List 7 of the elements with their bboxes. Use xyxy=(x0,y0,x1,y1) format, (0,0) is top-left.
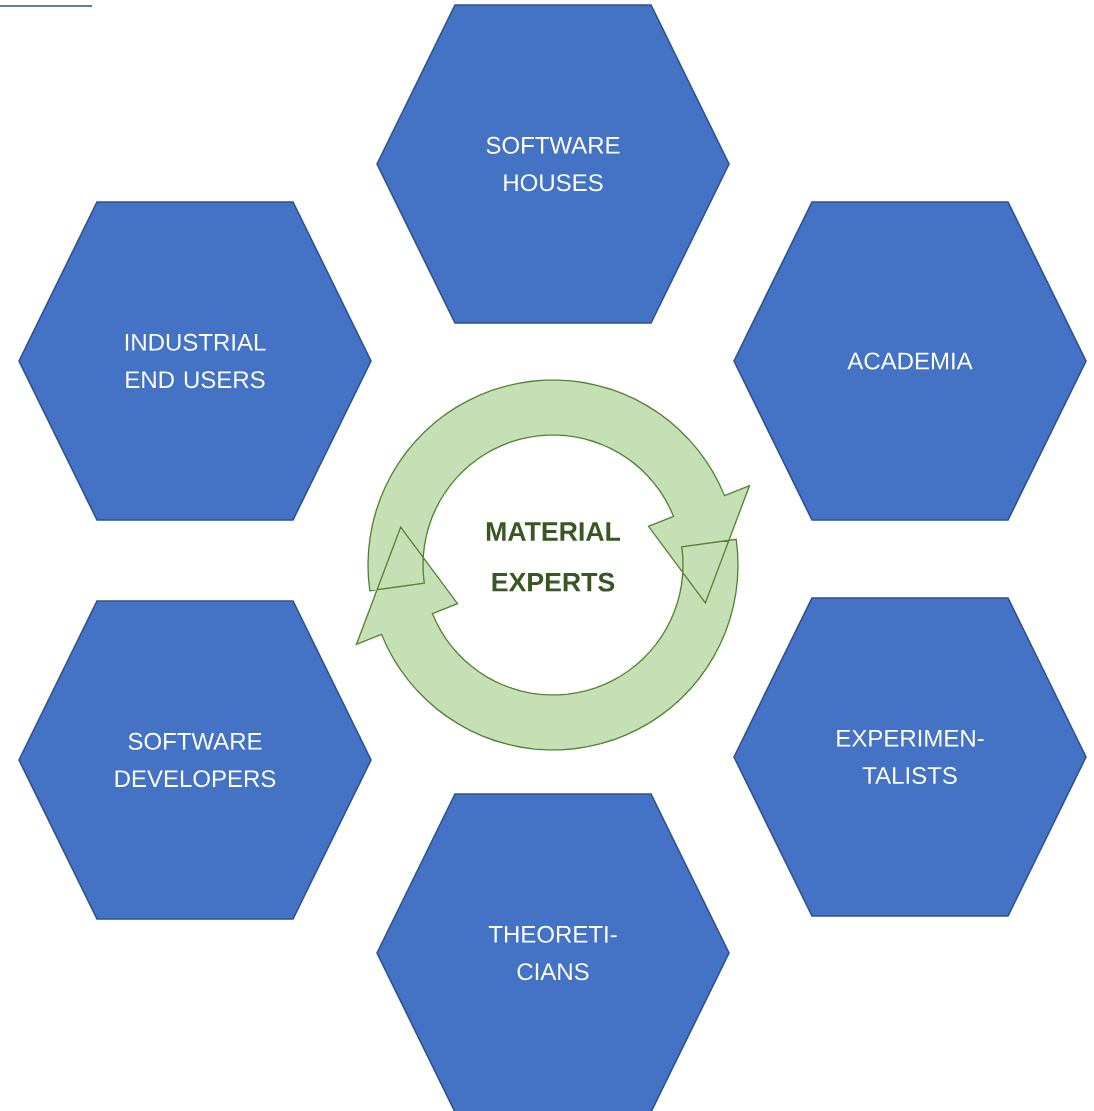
hexagon: EXPERIMEN- TALISTS xyxy=(733,597,1087,917)
center-title: MATERIAL EXPERTS xyxy=(486,522,621,592)
hexagon: SOFTWARE HOUSES xyxy=(376,4,730,324)
hexagon: ACADEMIA xyxy=(733,201,1087,521)
hexagon: INDUSTRIAL END USERS xyxy=(18,201,372,521)
hexagon: SOFTWARE DEVELOPERS xyxy=(18,600,372,920)
hexagon: THEORETI- CIANS xyxy=(376,793,730,1111)
